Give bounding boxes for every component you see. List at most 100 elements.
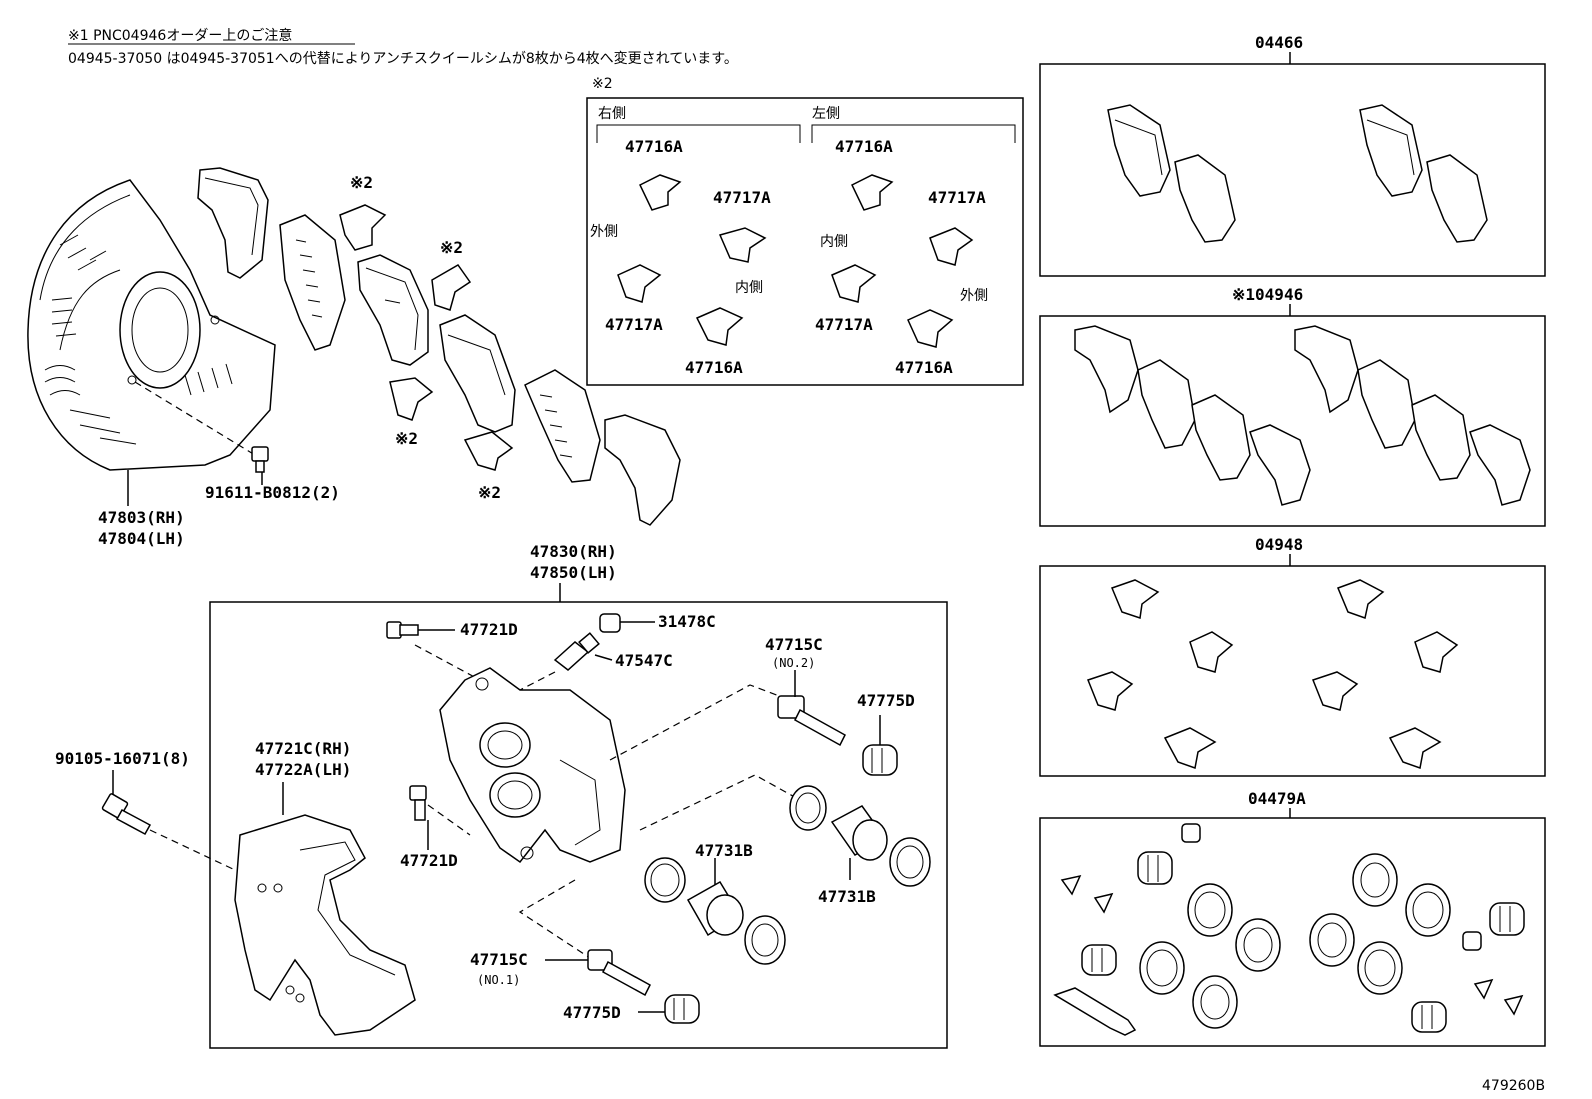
kit-04946-shim-5[interactable] [1294, 325, 1359, 414]
bolt-47721D-top[interactable] [386, 621, 419, 639]
kit-04948-clip-4[interactable] [1163, 727, 1217, 769]
brake-pad-outer[interactable] [439, 314, 516, 433]
bleeder-47547C[interactable] [553, 632, 600, 671]
slide-pin-47715C-no1[interactable] [587, 949, 651, 997]
kit-04479A-tri-3[interactable] [1473, 978, 1494, 1000]
kit-04946-shim-4[interactable] [1249, 424, 1311, 506]
kit-04479A-ring-3[interactable] [1139, 941, 1185, 995]
clip-box-right-side: 右側 [598, 106, 626, 122]
kit-04946-shim-1[interactable] [1074, 325, 1139, 414]
kit-04946-shim-3[interactable] [1191, 394, 1251, 481]
kit-04479A-ring-4[interactable] [1192, 975, 1238, 1029]
anti-squeal-shim-inner-1[interactable] [279, 214, 346, 351]
bracket-right-side [596, 124, 801, 143]
kit-04479A-ring-2[interactable] [1235, 918, 1281, 972]
kit-04466-pad-1[interactable] [1107, 104, 1171, 197]
clip-left-47717A-b: 47717A [815, 315, 873, 334]
caliper-mounting-bracket[interactable] [234, 814, 416, 1036]
anti-squeal-shim-outer-1[interactable] [197, 167, 269, 279]
clip-b[interactable] [431, 264, 472, 311]
bolt-91611[interactable] [251, 446, 269, 473]
kit-box-04466 [1039, 63, 1546, 277]
label-no2: (NO.2) [772, 656, 815, 670]
clip-right-1[interactable] [639, 174, 682, 211]
kit-04946-shim-6[interactable] [1357, 359, 1416, 449]
bolt-47721D-bottom[interactable] [409, 785, 427, 821]
kit-04948-clip-7[interactable] [1312, 671, 1359, 711]
clip-right-2[interactable] [718, 227, 767, 263]
kit-04479A-cap[interactable] [1181, 823, 1201, 843]
kit-04479A-ring-5[interactable] [1352, 853, 1398, 907]
dust-boot-ring-1[interactable] [744, 915, 786, 965]
label-47721D-bottom: 47721D [400, 851, 458, 870]
piston-seal-ring-1[interactable] [644, 857, 686, 903]
bolt-90105[interactable] [101, 793, 152, 836]
dust-boot-ring-2[interactable] [889, 837, 931, 887]
anti-squeal-shim-outer-2[interactable] [604, 414, 681, 526]
clip-left-2[interactable] [929, 227, 974, 266]
clip-box-inner-a: 内側 [735, 280, 763, 296]
diagram-id: 479260B [1482, 1078, 1545, 1094]
kit-04946-shim-2[interactable] [1137, 359, 1196, 449]
kit-04479A-ring-7[interactable] [1309, 913, 1355, 967]
clip-left-47716A-b: 47716A [895, 358, 953, 377]
kit-04948-clip-8[interactable] [1388, 727, 1442, 769]
clip-a[interactable] [339, 204, 387, 251]
kit-04466-pad-3[interactable] [1359, 104, 1423, 197]
kit-04466-pad-4[interactable] [1426, 154, 1488, 243]
kit-04479A-ring-1[interactable] [1187, 883, 1233, 937]
boot-47775D-top[interactable] [862, 744, 898, 776]
leader-47547C [594, 654, 613, 661]
piston-seal-ring-2[interactable] [789, 785, 827, 831]
clip-right-3[interactable] [617, 264, 662, 303]
kit-04479A-grease-tube[interactable] [1053, 987, 1137, 1036]
kit-04479A-boot-4[interactable] [1411, 1001, 1447, 1033]
clip-right-47717A-a: 47717A [713, 188, 771, 207]
kit-04946-shim-7[interactable] [1411, 394, 1471, 481]
boot-47775D-bottom[interactable] [664, 994, 700, 1024]
kit-04479A-ring-6[interactable] [1405, 883, 1451, 937]
kit-04466-pad-2[interactable] [1174, 154, 1236, 243]
clip-box-outer-a: 外側 [590, 224, 618, 240]
anti-squeal-shim-inner-2[interactable] [524, 369, 601, 483]
clip-d[interactable] [463, 431, 514, 471]
kit-04948-clip-5[interactable] [1337, 579, 1385, 619]
kit-04479A-boot-3[interactable] [1489, 902, 1525, 936]
piston-47731B-b[interactable] [830, 805, 888, 861]
kit-04479A-boot-1[interactable] [1137, 851, 1173, 885]
brake-pad-inner[interactable] [357, 254, 429, 366]
note2-b: ※2 [440, 238, 463, 257]
dash-47715C-top [609, 684, 791, 761]
kit-04948-clip-1[interactable] [1111, 579, 1160, 619]
label-47830: 47830(RH) [530, 542, 617, 561]
label-47731B-b: 47731B [818, 887, 876, 906]
label-31478C: 31478C [658, 612, 716, 631]
clip-c[interactable] [389, 377, 434, 421]
cap-31478C[interactable] [599, 613, 621, 633]
clip-right-4[interactable] [695, 307, 744, 346]
kit-04479A-boot-2[interactable] [1081, 944, 1117, 976]
kit-04479A-cap-2[interactable] [1462, 931, 1482, 951]
clip-left-4[interactable] [907, 309, 954, 348]
kit-04948-clip-3[interactable] [1087, 671, 1134, 711]
label-47721C: 47721C(RH) [255, 739, 351, 758]
kit-04948-clip-6[interactable] [1414, 631, 1459, 673]
kit-04479A-tri-1[interactable] [1060, 874, 1082, 896]
slide-pin-47715C-no2[interactable] [777, 695, 846, 747]
dust-shield[interactable] [27, 179, 276, 471]
piston-47731B-a[interactable] [686, 880, 744, 937]
label-47804: 47804(LH) [98, 529, 185, 548]
kit-04479A-tri-2[interactable] [1093, 892, 1114, 914]
clip-right-47716A-b: 47716A [685, 358, 743, 377]
kit-04479A-tri-4[interactable] [1503, 994, 1524, 1016]
label-47722A: 47722A(LH) [255, 760, 351, 779]
clip-left-3[interactable] [831, 264, 877, 303]
kit-04946-shim-8[interactable] [1469, 424, 1531, 506]
caliper-body[interactable] [439, 667, 626, 864]
clip-left-1[interactable] [851, 174, 894, 211]
kit-04479A-ring-8[interactable] [1357, 941, 1403, 995]
label-47715C-bottom: 47715C [470, 950, 528, 969]
kit-04948-clip-2[interactable] [1189, 631, 1234, 673]
label-kit-04466: 04466 [1255, 33, 1303, 52]
label-47850: 47850(LH) [530, 563, 617, 582]
